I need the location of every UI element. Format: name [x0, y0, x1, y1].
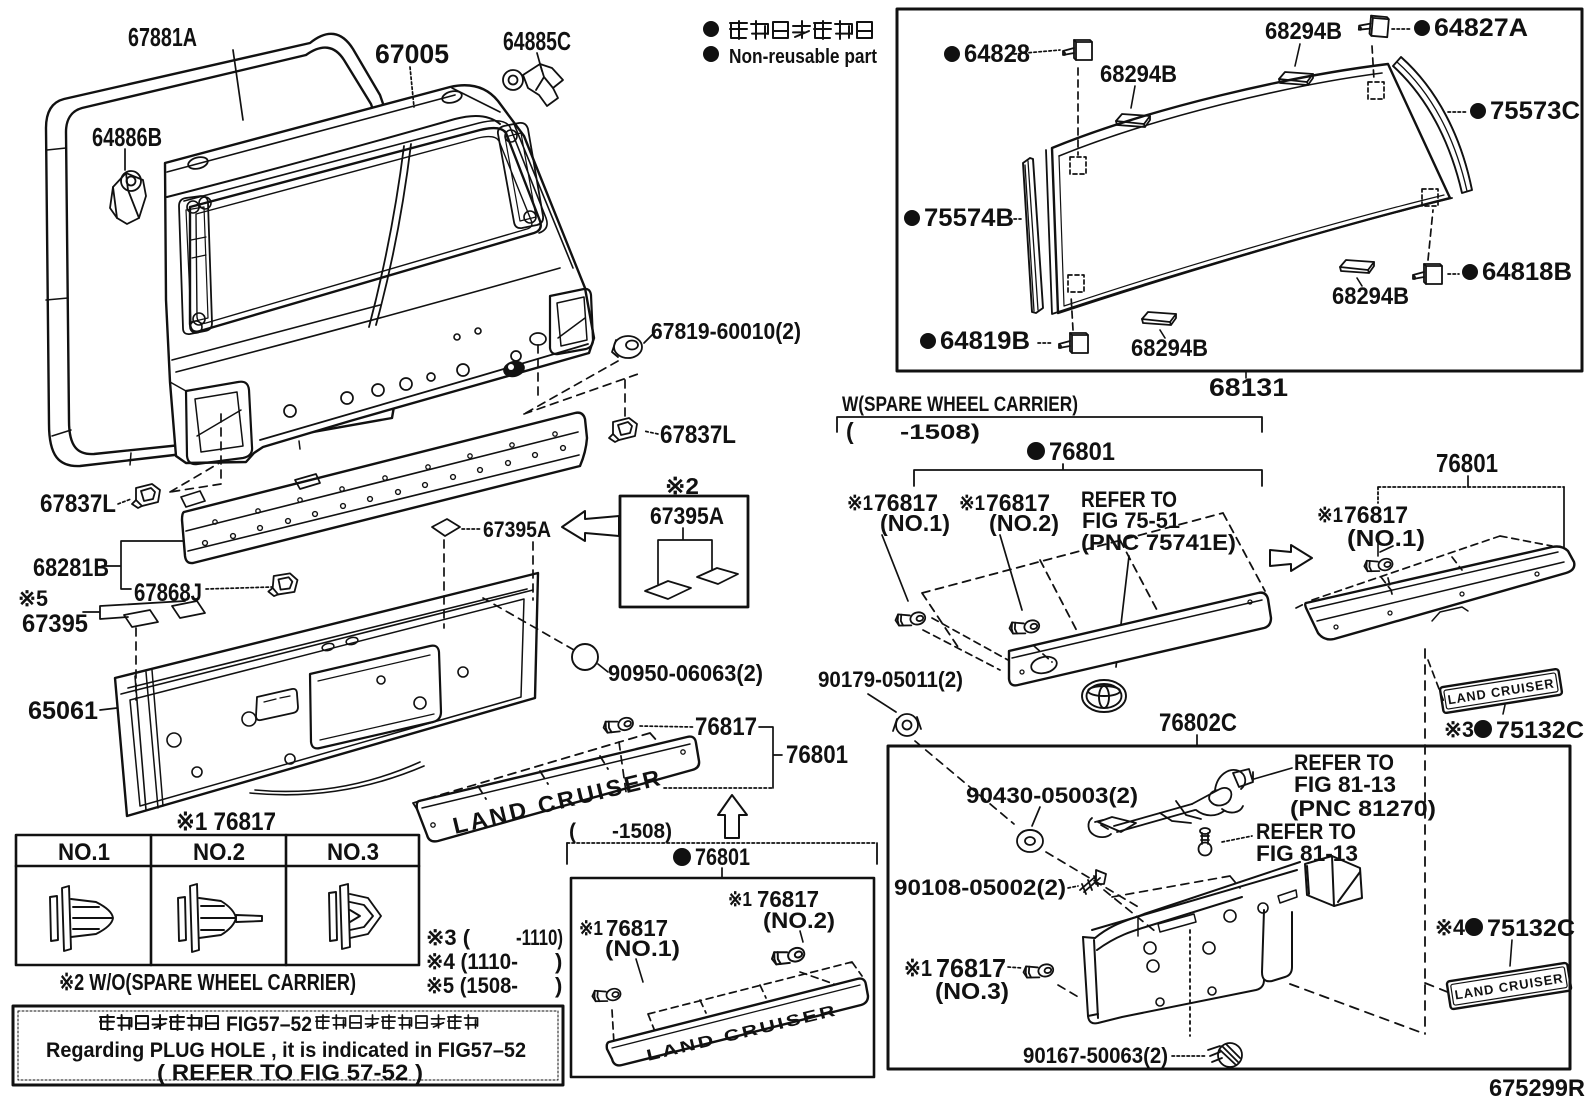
svg-text:(PNC 81270): (PNC 81270): [1290, 796, 1436, 821]
svg-text:67819-60010(2): 67819-60010(2): [651, 318, 801, 344]
svg-text:FIG 81-13: FIG 81-13: [1256, 841, 1358, 866]
svg-text:REFER TO: REFER TO: [1256, 819, 1356, 844]
svg-text:76817: 76817: [606, 915, 668, 941]
svg-text:※3 (: ※3 (: [426, 925, 471, 950]
svg-text:64818B: 64818B: [1482, 258, 1572, 286]
svg-text:W(SPARE WHEEL CARRIER): W(SPARE WHEEL CARRIER): [842, 393, 1078, 416]
svg-text:(: (: [846, 418, 854, 444]
svg-text:68131: 68131: [1209, 374, 1288, 402]
svg-text:64886B: 64886B: [92, 122, 162, 152]
svg-text:Regarding PLUG HOLE , it: Regarding PLUG HOLE , it is indicated in…: [46, 1039, 526, 1062]
svg-text:(PNC 75741E): (PNC 75741E): [1081, 530, 1236, 555]
svg-text:76817: 76817: [757, 886, 819, 912]
svg-text:67881A: 67881A: [128, 22, 197, 52]
svg-text:FIG 81-13: FIG 81-13: [1294, 772, 1396, 797]
svg-text:(NO.1): (NO.1): [880, 510, 950, 536]
svg-text:(NO.2): (NO.2): [763, 908, 835, 933]
svg-text:): ): [555, 973, 562, 998]
svg-text:90167-50063(2): 90167-50063(2): [1023, 1043, 1168, 1068]
svg-text:FIG57–52: FIG57–52: [226, 1013, 312, 1036]
svg-text:(NO.2): (NO.2): [989, 510, 1059, 536]
svg-text:68294B: 68294B: [1265, 18, 1342, 45]
svg-text:NO.1: NO.1: [58, 839, 110, 866]
svg-text:76802C: 76802C: [1159, 709, 1237, 737]
svg-text:76801: 76801: [786, 741, 848, 769]
svg-text:※1 76817: ※1 76817: [176, 808, 276, 836]
svg-text:67395A: 67395A: [650, 503, 724, 530]
svg-text:(NO.1): (NO.1): [605, 936, 680, 961]
svg-text:NO.2: NO.2: [193, 839, 245, 866]
svg-text:67395: 67395: [22, 610, 88, 638]
svg-text:※2 W/O(SPARE WHEEL CARRIER): ※2 W/O(SPARE WHEEL CARRIER): [59, 969, 356, 995]
svg-text:REFER TO: REFER TO: [1294, 750, 1394, 775]
svg-text:※1: ※1: [847, 492, 873, 515]
svg-text:): ): [555, 949, 562, 974]
svg-text:90179-05011(2): 90179-05011(2): [818, 667, 963, 692]
svg-text:Non-reusable part: Non-reusable part: [729, 46, 877, 68]
svg-text:68294B: 68294B: [1332, 283, 1409, 310]
svg-text:※1: ※1: [579, 918, 603, 940]
svg-text:90108-05002(2): 90108-05002(2): [894, 875, 1066, 900]
svg-text:68281B: 68281B: [33, 554, 109, 582]
svg-text:675299R: 675299R: [1489, 1075, 1585, 1099]
svg-text:68294B: 68294B: [1131, 335, 1208, 362]
svg-text:64828: 64828: [964, 40, 1030, 68]
svg-text:75132C: 75132C: [1496, 717, 1584, 744]
svg-text:67005: 67005: [375, 39, 449, 69]
svg-text:※5: ※5: [18, 586, 48, 611]
svg-text:(NO.3): (NO.3): [935, 978, 1009, 1004]
svg-text:※1: ※1: [1317, 504, 1343, 527]
svg-text:67395A: 67395A: [483, 517, 551, 542]
svg-text:76801: 76801: [695, 844, 750, 871]
svg-text:64827A: 64827A: [1434, 14, 1528, 42]
svg-text:90430-05003(2): 90430-05003(2): [966, 783, 1138, 808]
svg-text:76817: 76817: [874, 490, 938, 517]
svg-text:-1110): -1110): [516, 925, 563, 950]
svg-text:90950-06063(2): 90950-06063(2): [608, 660, 763, 686]
svg-text:76817: 76817: [1344, 502, 1408, 529]
svg-text:※4 (1110-: ※4 (1110-: [426, 949, 518, 974]
svg-text:75574B: 75574B: [924, 204, 1014, 232]
svg-text:76817: 76817: [986, 490, 1050, 517]
svg-text:※5 (1508-: ※5 (1508-: [426, 973, 518, 998]
svg-text:76801: 76801: [1436, 448, 1498, 478]
svg-text:75132C: 75132C: [1487, 915, 1575, 942]
svg-text:-1508): -1508): [900, 421, 980, 444]
svg-text:76801: 76801: [1049, 438, 1115, 466]
svg-text:64819B: 64819B: [940, 327, 1030, 355]
svg-text:67837L: 67837L: [40, 490, 116, 518]
svg-text:※4: ※4: [1435, 915, 1466, 940]
svg-text:REFER TO: REFER TO: [1081, 487, 1177, 512]
svg-text:67868J: 67868J: [134, 579, 202, 607]
svg-text:76817: 76817: [936, 953, 1006, 983]
svg-text:NO.3: NO.3: [327, 839, 379, 866]
svg-text:※1: ※1: [904, 955, 932, 981]
svg-text:※3: ※3: [1444, 717, 1474, 742]
svg-text:64885C: 64885C: [503, 26, 571, 56]
svg-text:76817: 76817: [695, 713, 757, 741]
svg-text:67837L: 67837L: [660, 421, 736, 449]
svg-text:(NO.1): (NO.1): [1347, 525, 1425, 551]
svg-text:FIG 75-51: FIG 75-51: [1082, 508, 1180, 533]
svg-text:※1: ※1: [959, 492, 985, 515]
svg-text:75573C: 75573C: [1490, 97, 1580, 125]
svg-text:-1508): -1508): [612, 820, 672, 843]
svg-text:65061: 65061: [28, 697, 98, 725]
svg-text:68294B: 68294B: [1100, 61, 1177, 88]
svg-text:( REFER TO FIG 57-52 ): ( REFER TO FIG 57-52 ): [157, 1060, 423, 1085]
svg-text:※1: ※1: [728, 889, 752, 911]
svg-text:(: (: [569, 820, 576, 843]
